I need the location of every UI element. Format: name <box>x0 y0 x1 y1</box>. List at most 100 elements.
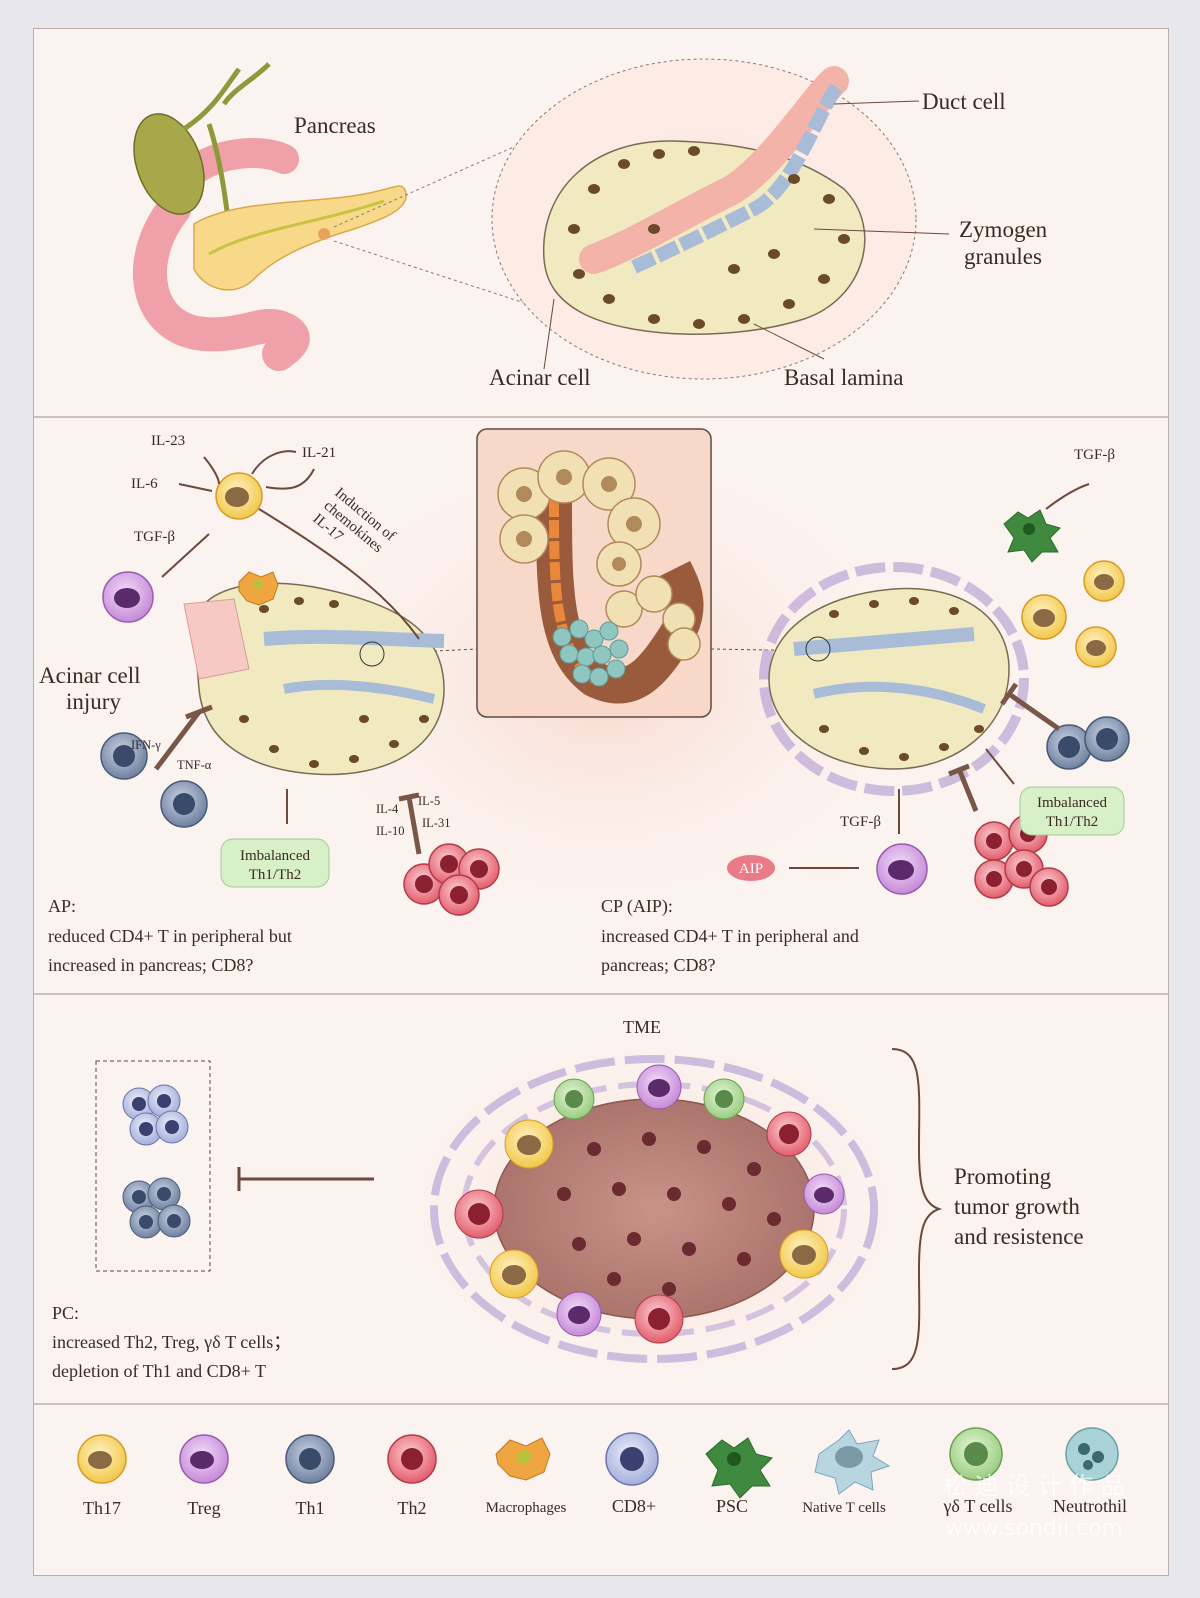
tme-fibrosis-outer <box>430 1055 878 1363</box>
legend-item-neutrophil: Neutrothil <box>1053 1427 1127 1516</box>
ap-line2: reduced CD4+ T in peripheral but <box>48 926 292 946</box>
inhibit-th2-left <box>398 792 422 855</box>
arrow-imbalanced-right <box>985 748 1015 785</box>
svg-text:γδ T cells: γδ T cells <box>942 1496 1012 1516</box>
legend-item-native-t: Native T cells <box>802 1429 891 1516</box>
promoting-line1: Promoting <box>954 1164 1052 1189</box>
legend-item-th2: Th2 <box>387 1434 437 1518</box>
pc-line1: PC: <box>52 1303 79 1323</box>
panel-cancer: TME <box>52 1017 1084 1384</box>
pancreatic-duct <box>208 199 385 256</box>
imbalanced-left-box <box>220 838 330 888</box>
leader-zymogen <box>813 228 950 235</box>
psc-cell-icon <box>705 1437 773 1499</box>
legend-item-psc: PSC <box>705 1437 773 1516</box>
acinar-cell-label: Acinar cell <box>489 365 591 390</box>
th17-right <box>1021 560 1125 668</box>
depleted-th1-cells <box>122 1177 191 1239</box>
svg-text:Th1: Th1 <box>296 1498 325 1518</box>
cp-acinus <box>759 562 1029 796</box>
imbalanced-right-box <box>1019 786 1125 836</box>
acinus-spot <box>318 228 330 240</box>
duodenum <box>133 192 310 371</box>
legend-item-cd8: CD8+ <box>605 1432 659 1516</box>
ap-duct <box>263 629 445 648</box>
tnfa-label: TNF-α <box>177 758 212 772</box>
inhibit-tme <box>237 1167 374 1191</box>
treg-right <box>876 843 928 895</box>
brace <box>891 1048 943 1370</box>
panel-pancreatitis: IL-23 IL-21 IL-6 TGF-β Induction of chem… <box>39 428 1130 975</box>
inset-nuclei <box>516 469 642 571</box>
watermark-cn: 松 迪 设 计 作 品 <box>943 1472 1125 1500</box>
il5-label: IL-5 <box>418 794 440 808</box>
inset-immune-cluster <box>552 619 629 687</box>
watermark-url: www.sondii.com <box>945 1516 1123 1541</box>
arrow-il6 <box>178 483 213 492</box>
tme-fibrosis-inner <box>461 1081 847 1337</box>
legend-item-treg: Treg <box>179 1434 229 1518</box>
duct-cell-label: Duct cell <box>922 89 1006 114</box>
inhibit-th2-right <box>948 763 979 812</box>
figure-frame: Pancreas D <box>33 28 1169 1576</box>
il21-label: IL-21 <box>302 445 336 461</box>
ifng-label: IFN-γ <box>131 738 161 752</box>
ap-nuclei <box>239 597 429 768</box>
arrow-il17 <box>258 508 420 640</box>
promoting-line2: tumor growth <box>954 1194 1080 1219</box>
th2-left <box>403 843 500 916</box>
tumor-nuclei <box>557 1132 781 1296</box>
th17-center <box>215 472 263 520</box>
leader-basal <box>753 323 825 360</box>
cp-focus-circle <box>805 636 831 662</box>
psc-right <box>1003 509 1061 563</box>
ap-duct-lower <box>283 679 436 704</box>
inset-link-left <box>373 648 478 655</box>
cp-duct <box>793 627 975 656</box>
zymogen-label-2: granules <box>964 244 1042 269</box>
zymogen-label-1: Zymogen <box>959 217 1048 242</box>
pc-line2: increased Th2, Treg, γδ T cells； <box>52 1332 291 1352</box>
svg-text:AIP: AIP <box>739 861 763 877</box>
arrow-to-il21 <box>251 450 297 475</box>
svg-text:CD8+: CD8+ <box>612 1496 656 1516</box>
svg-text:Macrophages: Macrophages <box>486 1500 567 1516</box>
leader-acinar <box>543 298 555 370</box>
th1-right <box>1046 716 1130 770</box>
depleted-cells-box <box>95 1060 211 1272</box>
ap-line1: AP: <box>48 896 76 916</box>
inset-acinus <box>497 450 704 704</box>
arrow-il21-back <box>265 468 315 490</box>
imbalanced-right-line2: Th1/Th2 <box>1046 814 1099 830</box>
legend-item-gamma-delta: γδ T cells <box>942 1427 1013 1516</box>
acinar-injury-line1: Acinar cell <box>39 663 141 688</box>
duct-cells <box>631 79 845 274</box>
macrophage-left <box>238 571 279 606</box>
acinar-injury-line2: injury <box>66 689 121 714</box>
legend-item-th1: Th1 <box>285 1434 335 1518</box>
cp-duct-lower <box>812 681 986 714</box>
injured-acinar-cells <box>183 598 250 680</box>
svg-text:Native T cells: Native T cells <box>802 1500 886 1516</box>
panel-anatomy: Pancreas D <box>133 58 1048 390</box>
arrow-tgfb-left <box>161 533 210 578</box>
imbalanced-left-line2: Th1/Th2 <box>249 867 302 883</box>
pancreas-label: Pancreas <box>294 113 376 138</box>
svg-text:Treg: Treg <box>187 1498 220 1518</box>
cp-nuclei <box>819 597 984 761</box>
pc-line3: depletion of Th1 and CD8+ T <box>52 1361 266 1381</box>
legend-item-th17: Th17 <box>77 1434 127 1518</box>
inhibit-th1-right <box>999 682 1061 732</box>
neutrophil-icon <box>1065 1427 1119 1481</box>
aip-badge: AIP <box>727 855 775 881</box>
treg-left <box>102 571 154 623</box>
promoting-line3: and resistence <box>954 1224 1084 1249</box>
gallbladder <box>133 113 205 215</box>
fibrosis-ring <box>759 562 1029 796</box>
il10-label: IL-10 <box>376 824 404 838</box>
nuclei <box>568 146 850 329</box>
lumen <box>579 66 849 274</box>
tme-immune-cells <box>454 1064 845 1344</box>
il4-label: IL-4 <box>376 802 399 816</box>
il31-label: IL-31 <box>422 816 450 830</box>
